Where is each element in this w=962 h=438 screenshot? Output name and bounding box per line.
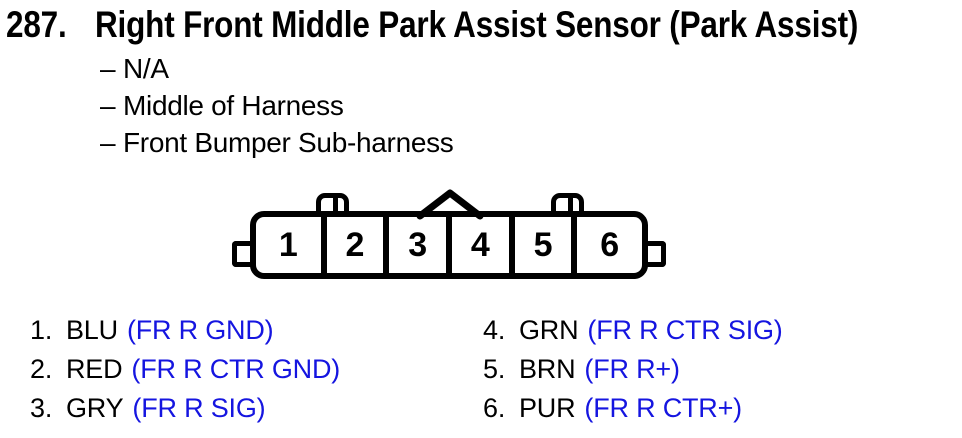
pinout-row: 4. GRN (FR R CTR SIG) xyxy=(483,311,783,350)
latch-slot xyxy=(568,198,573,215)
pin-number: 5. xyxy=(483,354,506,384)
pin-number: 6. xyxy=(483,393,506,423)
pin-cell-5: 5 xyxy=(515,217,578,273)
wire-color: BRN xyxy=(519,354,576,384)
pin-cell-3: 3 xyxy=(389,217,452,273)
wire-color: BLU xyxy=(66,315,118,345)
detail-text: N/A xyxy=(123,53,169,84)
pin-cell-1: 1 xyxy=(256,217,327,273)
detail-text: Front Bumper Sub-harness xyxy=(123,127,454,158)
latch-slot xyxy=(333,198,338,215)
detail-item: –N/A xyxy=(100,50,454,87)
wire-color: GRY xyxy=(66,393,124,423)
harness-details-list: –N/A –Middle of Harness –Front Bumper Su… xyxy=(100,50,454,161)
pinout-row: 3. GRY (FR R SIG) xyxy=(30,389,340,428)
wire-color: RED xyxy=(66,354,123,384)
pin-number: 2. xyxy=(30,354,53,384)
pin-number: 3. xyxy=(30,393,53,423)
detail-item: –Middle of Harness xyxy=(100,87,454,124)
connector-latch-tab-icon xyxy=(551,193,584,220)
wire-color: GRN xyxy=(519,315,579,345)
connector-latch-tab-icon xyxy=(316,193,349,220)
detail-text: Middle of Harness xyxy=(123,90,344,121)
pin-cell-2: 2 xyxy=(327,217,390,273)
dash-bullet: – xyxy=(100,90,116,121)
page-title: Right Front Middle Park Assist Sensor (P… xyxy=(95,4,859,45)
pin-cell-6: 6 xyxy=(600,225,620,264)
dash-bullet: – xyxy=(100,53,116,84)
dash-bullet: – xyxy=(100,127,116,158)
pin-cell-4: 4 xyxy=(452,217,515,273)
connector-body: 1 2 3 4 5 6 xyxy=(250,211,648,279)
pinout-row: 2. RED (FR R CTR GND) xyxy=(30,350,340,389)
signal-name: (FR R SIG) xyxy=(132,393,266,423)
connector-side-notch xyxy=(232,241,254,267)
pinout-column-left: 1. BLU (FR R GND) 2. RED (FR R CTR GND) 3. GR… xyxy=(30,311,340,428)
pin-number: 4. xyxy=(483,315,506,345)
signal-name: (FR R GND) xyxy=(126,315,274,345)
wire-color: PUR xyxy=(519,393,576,423)
signal-name: (FR R CTR+) xyxy=(584,393,742,423)
pinout-row: 1. BLU (FR R GND) xyxy=(30,311,340,350)
connector-keying-chevron-icon xyxy=(416,189,484,220)
entry-number: 287. xyxy=(6,4,67,45)
signal-name: (FR R+) xyxy=(584,354,680,384)
detail-item: –Front Bumper Sub-harness xyxy=(100,124,454,161)
signal-name: (FR R CTR GND) xyxy=(131,354,341,384)
pinout-column-right: 4. GRN (FR R CTR SIG) 5. BRN (FR R+) 6. PUR (F… xyxy=(483,311,783,428)
connector-side-notch xyxy=(644,241,666,267)
signal-name: (FR R CTR SIG) xyxy=(587,315,783,345)
pin-number: 1. xyxy=(30,315,53,345)
pinout-row: 5. BRN (FR R+) xyxy=(483,350,783,389)
pinout-row: 6. PUR (FR R CTR+) xyxy=(483,389,783,428)
